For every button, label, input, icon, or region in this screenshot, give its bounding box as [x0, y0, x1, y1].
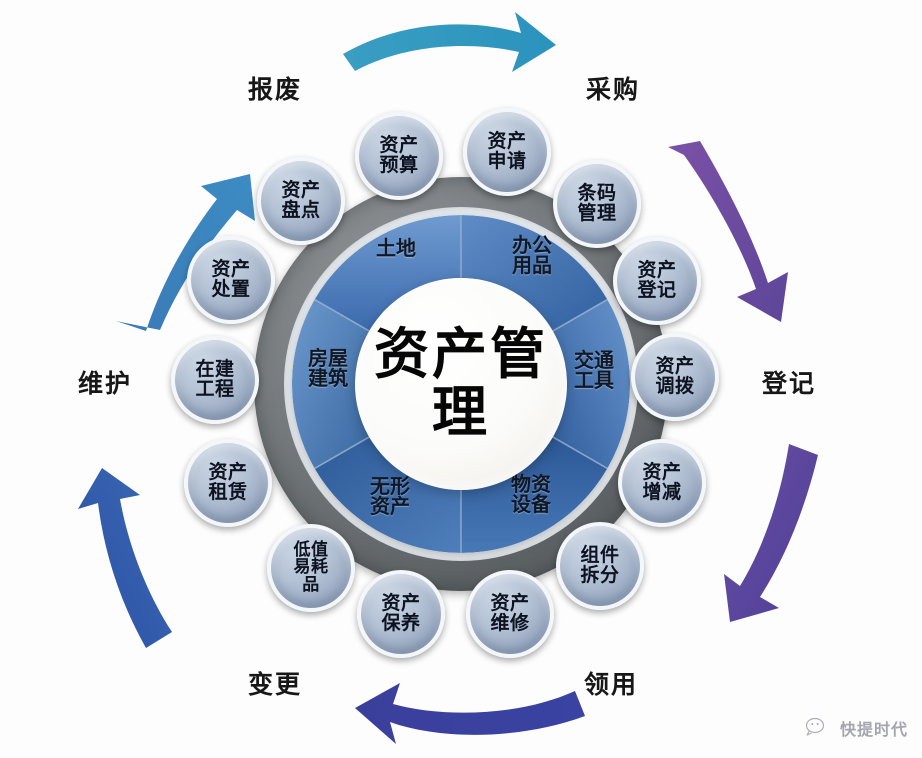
bubble-barcode-management[interactable]: 条码 管理	[553, 160, 641, 248]
bubble-label: 资产 租赁	[208, 461, 248, 503]
bubble-asset-upkeep[interactable]: 资产 保养	[357, 570, 445, 658]
bubble-asset-adjustment[interactable]: 资产 增减	[618, 439, 706, 527]
arrow-bottom-left	[78, 468, 172, 648]
wechat-icon	[805, 717, 825, 736]
bubble-asset-registration[interactable]: 资产 登记	[613, 237, 701, 325]
arrow-top	[343, 12, 556, 72]
bubble-asset-lease[interactable]: 资产 租赁	[184, 439, 272, 527]
bubble-asset-transfer[interactable]: 资产 调拨	[631, 333, 719, 421]
arrow-bottom-right	[724, 444, 818, 622]
bubble-label: 资产 预算	[379, 134, 419, 176]
bubble-label: 资产 增减	[642, 461, 682, 503]
stage-label-registration: 登记	[762, 369, 817, 398]
bubble-low-value-consumables[interactable]: 低值 易耗 品	[267, 524, 355, 612]
bubble-label: 资产 盘点	[281, 179, 321, 221]
bubble-component-split[interactable]: 组件 拆分	[556, 522, 644, 610]
arrow-bottom	[355, 683, 585, 744]
bubble-label: 资产 申请	[487, 130, 527, 172]
bubble-label: 资产 保养	[381, 592, 421, 634]
bubble-label: 条码 管理	[577, 182, 617, 224]
bubble-label: 低值 易耗 品	[293, 540, 329, 595]
inner-blue-ring	[292, 215, 630, 553]
stage-label-scrap: 报废	[248, 75, 303, 104]
center-label: 资产管理	[373, 322, 548, 444]
bubble-construction-in-progress[interactable]: 在建 工程	[171, 336, 259, 424]
stage-label-requisition: 领用	[584, 670, 639, 699]
bubble-label: 资产 维修	[490, 592, 530, 634]
bubble-asset-disposal[interactable]: 资产 处置	[187, 236, 275, 324]
watermark: 快提时代	[805, 716, 908, 740]
arrow-top-right	[668, 141, 788, 322]
bubble-asset-inventory[interactable]: 资产 盘点	[257, 157, 345, 245]
bubble-label: 资产 调拨	[655, 355, 695, 397]
stage-label-maintenance: 维护	[78, 369, 133, 398]
center-hub: 资产管理	[355, 278, 567, 490]
arrow-top-left	[116, 174, 255, 331]
stage-label-purchase: 采购	[586, 75, 641, 104]
watermark-text: 快提时代	[839, 720, 908, 739]
bubble-label: 组件 拆分	[580, 544, 620, 586]
bubble-asset-application[interactable]: 资产 申请	[463, 108, 551, 196]
bubble-asset-budget[interactable]: 资产 预算	[355, 112, 443, 200]
asset-wheel: 土地 办公 用品 交通 工具 物资 设备 无形 资产 房屋 建筑 资产管理 资产…	[163, 104, 759, 664]
bubble-label: 资产 登记	[637, 259, 677, 301]
bubble-asset-repair[interactable]: 资产 维修	[466, 570, 554, 658]
stage-label-change: 变更	[248, 670, 303, 699]
bubble-label: 资产 处置	[211, 258, 251, 300]
bubble-label: 在建 工程	[195, 358, 235, 400]
